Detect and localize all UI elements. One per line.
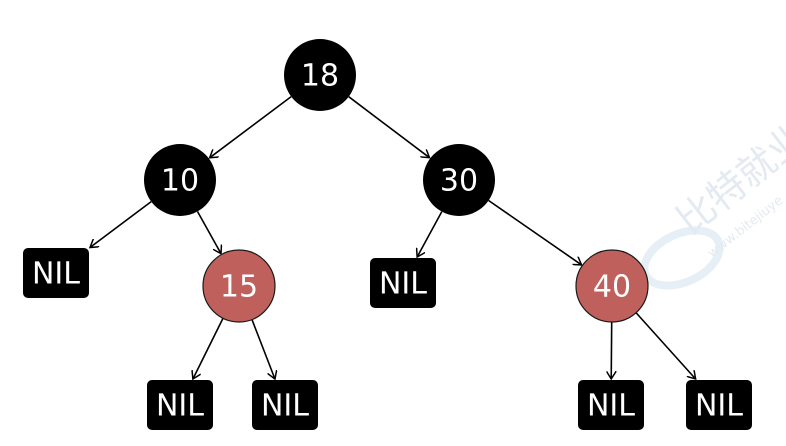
tree-edges <box>90 95 696 379</box>
edge-n18-to-n10 <box>210 95 292 158</box>
node-label: 15 <box>220 270 258 305</box>
edge-n18-to-n30 <box>348 96 430 158</box>
tree-node-10: 10 <box>144 144 216 216</box>
nil-leaf: NIL <box>252 380 318 430</box>
black-node-circle <box>144 144 216 216</box>
nil-leaf-box <box>370 258 436 308</box>
edge-n10-to-n15 <box>196 211 221 253</box>
tree-node-15: 15 <box>202 249 276 323</box>
node-label: 30 <box>440 164 478 199</box>
node-label: 10 <box>161 164 199 199</box>
tree-node-40: 40 <box>575 249 649 323</box>
nil-leaf-label: NIL <box>32 257 80 292</box>
node-label: 18 <box>301 59 339 94</box>
nil-leaf: NIL <box>370 258 436 308</box>
nil-leaves: NIL NIL NIL NIL NIL NIL <box>23 248 752 430</box>
nil-leaf: NIL <box>686 380 752 430</box>
nil-leaf-box <box>686 380 752 430</box>
nil-leaf: NIL <box>23 248 89 298</box>
red-node-circle <box>202 249 276 323</box>
tree-node-30: 30 <box>423 144 495 216</box>
tree-node-18: 18 <box>284 39 356 111</box>
edge-n30-to-nil-d <box>417 211 443 257</box>
nil-leaf: NIL <box>147 380 213 430</box>
nil-leaf-box <box>23 248 89 298</box>
nil-leaf: NIL <box>578 380 644 430</box>
edge-n15-to-nil-b <box>193 317 224 379</box>
node-label: 40 <box>593 270 631 305</box>
edge-n40-to-nil-f <box>635 312 696 379</box>
black-node-circle <box>284 39 356 111</box>
nil-leaf-label: NIL <box>156 389 204 424</box>
edge-n10-to-nil-a <box>90 200 152 248</box>
tree-nodes: 18 10 30 15 40 <box>144 39 649 323</box>
black-node-circle <box>423 144 495 216</box>
nil-leaf-label: NIL <box>261 389 309 424</box>
nil-leaf-label: NIL <box>587 389 635 424</box>
watermark-brand: 比特就业 <box>668 115 786 243</box>
edge-n15-to-nil-c <box>251 319 275 379</box>
nil-leaf-box <box>147 380 213 430</box>
nil-leaf-box <box>252 380 318 430</box>
nil-leaf-label: NIL <box>695 389 743 424</box>
nil-leaf-box <box>578 380 644 430</box>
watermark: 比特就业 www.bitejiuye <box>640 115 786 290</box>
edge-n30-to-n40 <box>488 199 582 265</box>
nil-leaf-label: NIL <box>379 267 427 302</box>
red-node-circle <box>575 249 649 323</box>
